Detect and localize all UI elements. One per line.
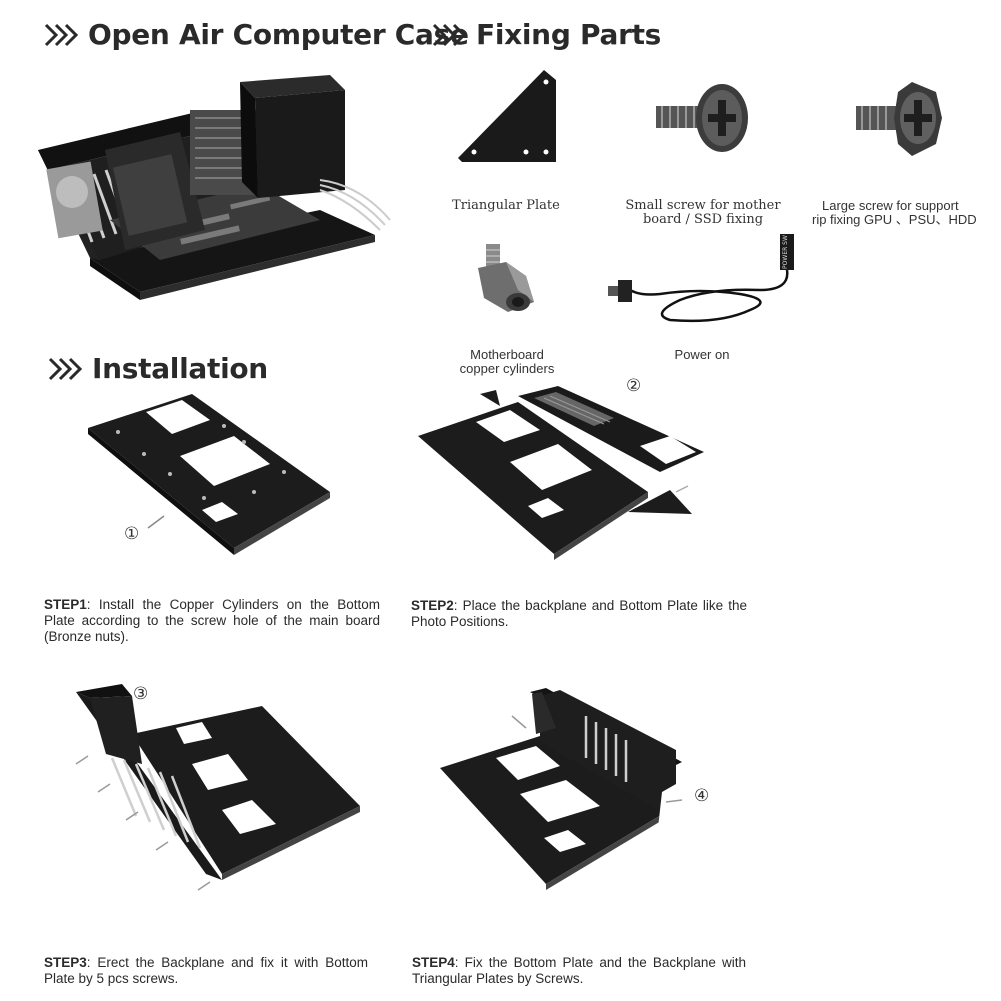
heading-text: Fixing Parts <box>476 18 662 51</box>
copper-cylinder-image <box>478 244 534 312</box>
step-label: STEP4 <box>412 955 455 970</box>
marker-2: ② <box>626 376 642 396</box>
step2-text: STEP2: Place the backplane and Bottom Pl… <box>411 598 747 629</box>
step3-image <box>75 684 360 891</box>
step-label: STEP1 <box>44 597 87 612</box>
step-label: STEP3 <box>44 955 87 970</box>
marker-1: ① <box>124 524 140 544</box>
heading-text: Open Air Computer Case <box>88 18 469 51</box>
triangular-plate-image <box>458 70 556 162</box>
step4-image <box>440 688 683 890</box>
caption-large-screw: Large screw for support rip fixing GPU 、… <box>812 198 977 227</box>
marker-4: ④ <box>694 786 710 806</box>
heading-text: Installation <box>92 352 268 385</box>
large-screw-image <box>856 82 942 156</box>
step1-text: STEP1: Install the Copper Cylinders on t… <box>44 597 380 644</box>
small-screw-image <box>656 84 748 152</box>
heading-installation: Installation <box>48 352 268 385</box>
marker-3: ③ <box>133 684 149 704</box>
caption-copper-cylinders: Motherboard copper cylinders <box>459 347 555 376</box>
switch-label: POWER SW <box>782 235 789 269</box>
heading-open-air-case: Open Air Computer Case <box>44 18 469 51</box>
step2-image <box>418 386 704 560</box>
caption-power-on: Power on <box>674 347 730 362</box>
step4-text: STEP4: Fix the Bottom Plate and the Back… <box>412 955 746 986</box>
power-switch-cable-image: POWER SW <box>608 234 794 323</box>
step3-text: STEP3: Erect the Backplane and fix it wi… <box>44 955 368 986</box>
caption-small-screw: Small screw for mother board / SSD fixin… <box>625 198 781 227</box>
step-label: STEP2 <box>411 598 454 613</box>
double-chevron-right-icon <box>44 23 79 46</box>
open-air-case-photo <box>38 75 391 300</box>
double-chevron-right-icon <box>432 23 467 46</box>
caption-triangular-plate: Triangular Plate <box>452 198 560 213</box>
heading-fixing-parts: Fixing Parts <box>432 18 661 51</box>
step1-image <box>88 394 330 555</box>
double-chevron-right-icon <box>48 357 83 380</box>
